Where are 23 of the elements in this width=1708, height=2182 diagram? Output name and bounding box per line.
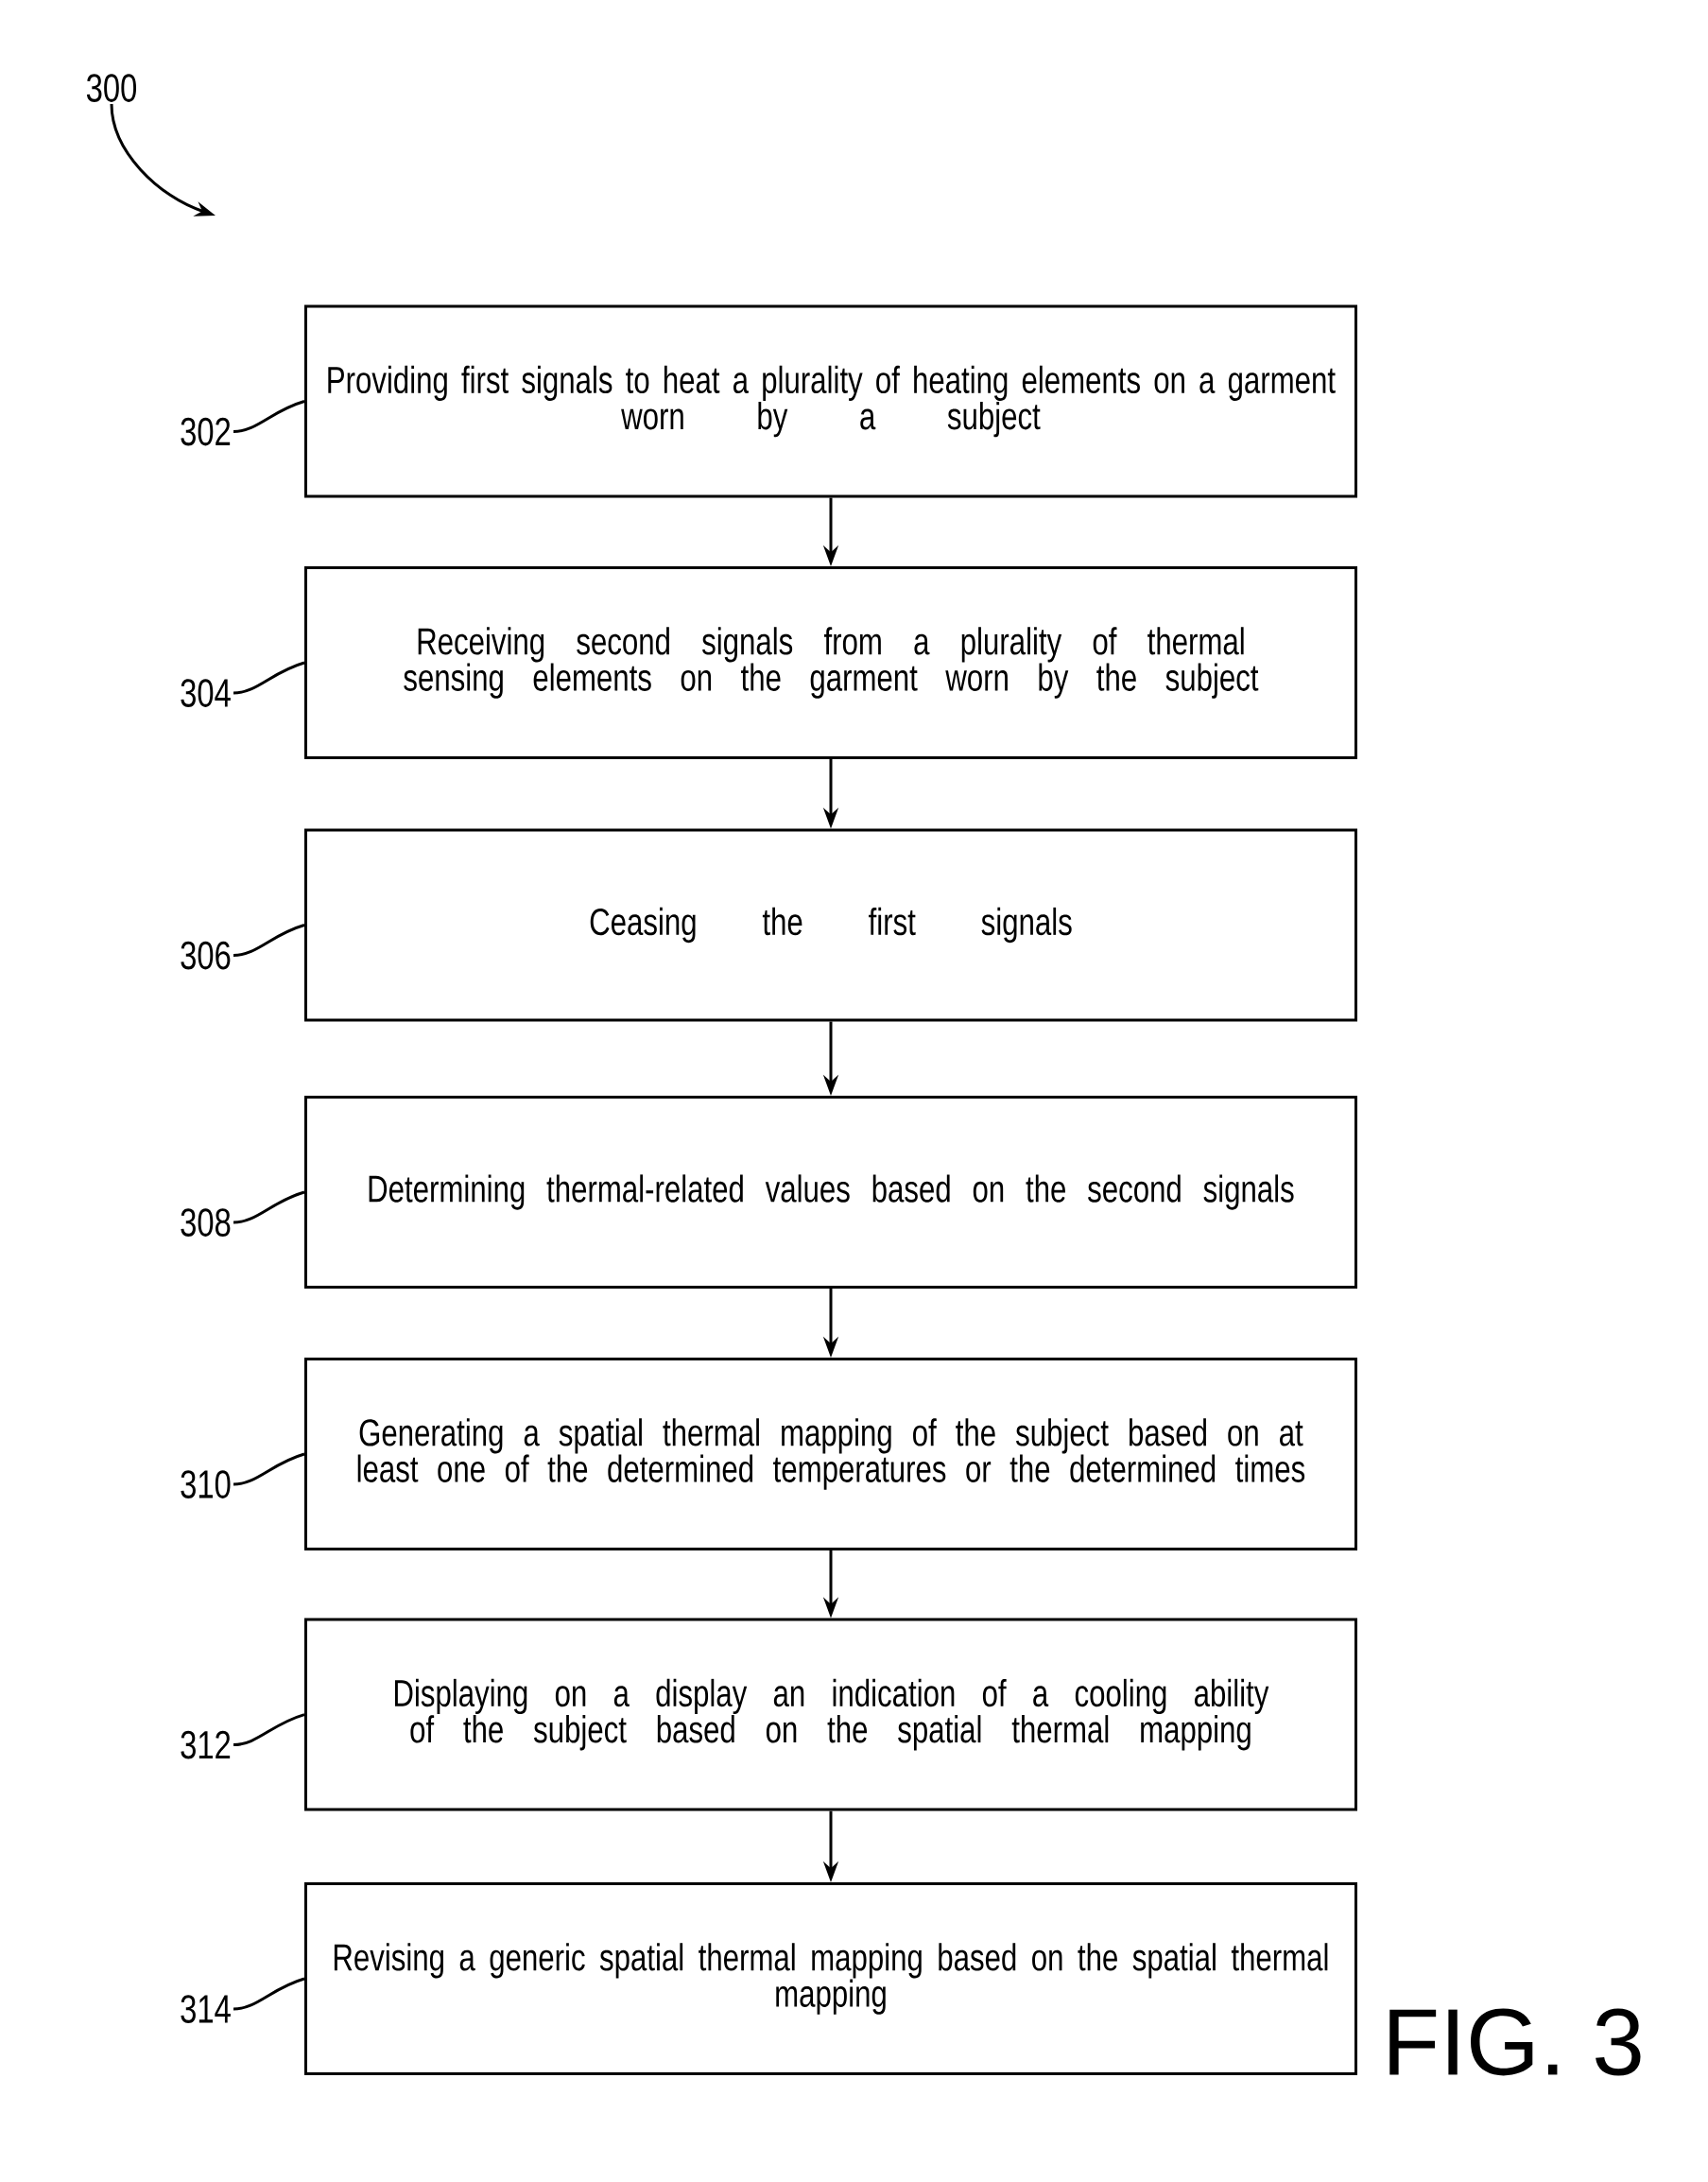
leader-line (233, 1190, 305, 1224)
leader-line (233, 1452, 305, 1486)
leader-line (233, 924, 305, 957)
process-box: Ceasing the first signals (304, 828, 1357, 1022)
reference-numeral: 304 (181, 679, 231, 707)
reference-numeral: 300 (86, 74, 137, 102)
process-box: Displaying on a display an indication of a cooling ability of the subject based on the spatial thermal mapping (304, 1618, 1357, 1811)
reference-numeral: 306 (181, 941, 231, 970)
reference-numeral: 308 (181, 1208, 231, 1237)
reference-numeral: 310 (181, 1470, 231, 1498)
process-box: Providing first signals to heat a plurality of heating elements on a garment worn by a subject (304, 304, 1357, 498)
process-box: Determining thermal-related values based on the second signals (304, 1096, 1357, 1289)
reference-numeral: 302 (181, 417, 231, 446)
leader-line (233, 400, 305, 433)
reference-numeral: 314 (181, 1995, 231, 2023)
process-box: Receiving second signals from a plurality of thermal sensing elements on the garment worn by the subject (304, 566, 1357, 759)
leader-line (233, 1713, 305, 1747)
leader-line (233, 1977, 305, 2011)
reference-numeral: 312 (181, 1730, 231, 1759)
process-box: Revising a generic spatial thermal mapping based on the spatial thermal mapping (304, 1882, 1357, 2075)
process-box: Generating a spatial thermal mapping of the subject based on at least one of the determined temperatures or the determined times (304, 1358, 1357, 1550)
figure-caption: FIG. 3 (1389, 2008, 1641, 2076)
leader-line (233, 661, 305, 695)
